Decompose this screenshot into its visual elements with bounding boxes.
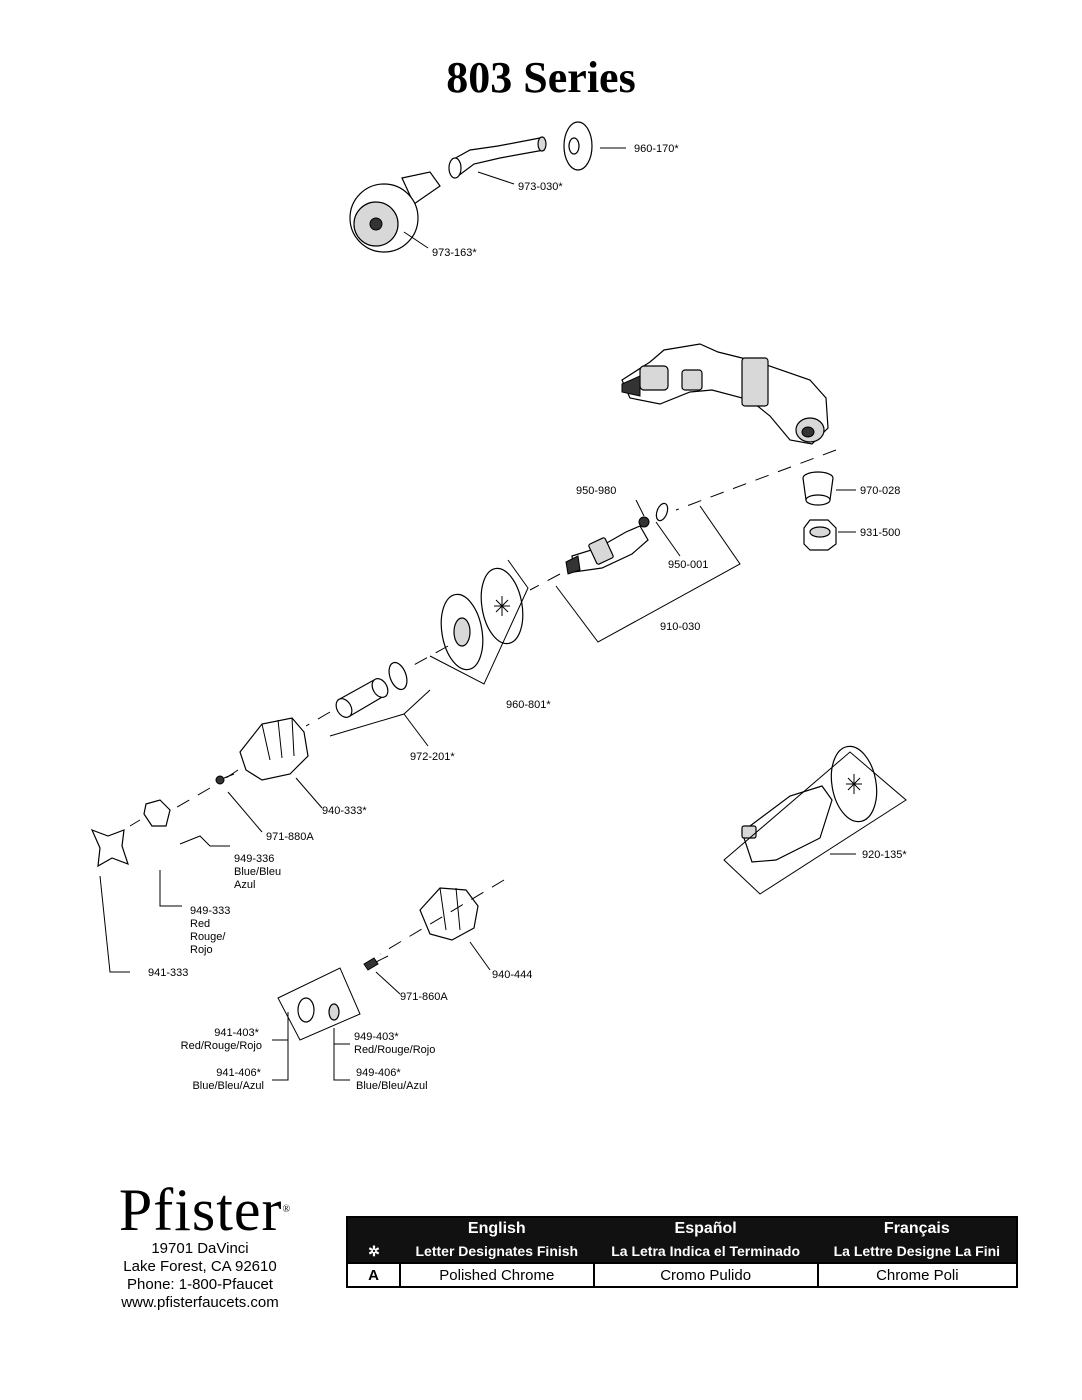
- label-941-333: 941-333: [148, 967, 188, 979]
- label-949-406: 949-406* Blue/Bleu/Azul: [356, 1067, 428, 1092]
- pfister-logo: Pfister®: [70, 1180, 340, 1240]
- finish-table-description-row: ✲ Letter Designates Finish La Letra Indi…: [347, 1240, 1017, 1263]
- label-949-403: 949-403* Red/Rouge/Rojo: [354, 1031, 435, 1056]
- registered-mark: ®: [282, 1204, 292, 1215]
- finish-espanol: Cromo Pulido: [592, 1262, 819, 1288]
- label-910-030: 910-030: [660, 621, 700, 633]
- label-972-201: 972-201*: [410, 751, 455, 763]
- label-941-403: 941-403* Red/Rouge/Rojo: [181, 1027, 262, 1052]
- cross-handle-part: [90, 828, 129, 868]
- subheader-francais: La Lettre Designe La Fini: [817, 1240, 1017, 1263]
- logo-wordmark: Pfister: [118, 1177, 283, 1243]
- hex-nut-part: [803, 519, 837, 551]
- label-960-801: 960-801*: [506, 699, 551, 711]
- handle-part: [239, 717, 309, 781]
- seat-part: [802, 471, 834, 506]
- finish-francais: Chrome Poli: [816, 1262, 1019, 1288]
- table-row: A Polished Chrome Cromo Pulido Chrome Po…: [346, 1262, 1019, 1288]
- address-line-1: 19701 DaVinci: [151, 1240, 249, 1257]
- finish-english: Polished Chrome: [399, 1262, 595, 1288]
- label-970-028: 970-028: [860, 485, 900, 497]
- phone-number: Phone: 1-800-Pfaucet: [127, 1276, 273, 1293]
- website-url: www.pfisterfaucets.com: [121, 1294, 279, 1311]
- header-english: English: [400, 1217, 594, 1240]
- label-940-333: 940-333*: [322, 805, 367, 817]
- label-971-880A: 971-880A: [266, 831, 314, 843]
- label-973-030: 973-030*: [518, 181, 563, 193]
- corner-cell: [347, 1217, 400, 1240]
- screw-part: [215, 773, 235, 785]
- index-button-part: [143, 799, 171, 827]
- subheader-english: Letter Designates Finish: [400, 1240, 594, 1263]
- exploded-parts-diagram: 960-170* 973-030* 973-163* 970-028 931-5…: [90, 121, 907, 1092]
- escutcheon-part: [440, 567, 524, 671]
- label-971-860A: 971-860A: [400, 991, 448, 1003]
- label-941-406: 941-406* Blue/Bleu/Azul: [192, 1067, 264, 1092]
- stem-cartridge-part: [565, 516, 650, 575]
- page-title: 803 Series: [446, 53, 636, 102]
- alt-handle-part: [419, 887, 479, 941]
- alt-screw-part: [363, 955, 389, 971]
- index-disc-part: [277, 967, 361, 1041]
- label-973-163: 973-163*: [432, 247, 477, 259]
- header-espanol: Español: [593, 1217, 818, 1240]
- shower-flange-part: [563, 121, 593, 171]
- o-ring-part: [655, 502, 669, 522]
- finish-table-language-row: English Español Français: [347, 1217, 1017, 1240]
- label-950-001: 950-001: [668, 559, 708, 571]
- shower-head-part: [349, 171, 441, 253]
- label-920-135: 920-135*: [862, 849, 907, 861]
- subheader-espanol: La Letra Indica el Terminado: [593, 1240, 818, 1263]
- label-931-500: 931-500: [860, 527, 900, 539]
- label-949-336: 949-336 Blue/Bleu Azul: [234, 853, 284, 891]
- label-960-170: 960-170*: [634, 143, 679, 155]
- label-940-444: 940-444: [492, 969, 532, 981]
- brand-block: Pfister® 19701 DaVinci Lake Forest, CA 9…: [60, 1180, 340, 1312]
- shower-arm-part: [448, 136, 547, 179]
- asterisk-symbol-icon: ✲: [347, 1240, 400, 1263]
- label-950-980: 950-980: [576, 485, 616, 497]
- stem-extension-part: [335, 661, 408, 718]
- header-francais: Français: [817, 1217, 1017, 1240]
- finish-code: A: [346, 1262, 401, 1288]
- label-949-333: 949-333 Red Rouge/ Rojo: [190, 905, 233, 956]
- address-line-2: Lake Forest, CA 92610: [123, 1258, 277, 1275]
- finish-table: English Español Français ✲ Letter Design…: [346, 1216, 1019, 1288]
- tub-spout-part: [741, 745, 878, 863]
- valve-body-part: [621, 343, 829, 445]
